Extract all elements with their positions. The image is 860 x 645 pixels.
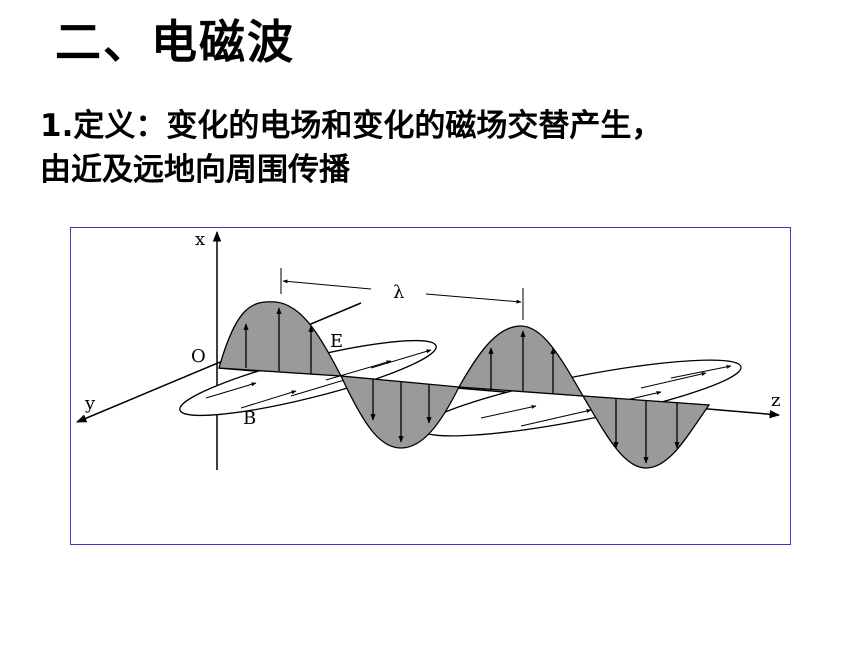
wavelength-marker bbox=[280, 268, 524, 320]
y-axis bbox=[76, 302, 362, 423]
electric-field-wave bbox=[218, 301, 711, 469]
wavelength-label: λ bbox=[393, 282, 404, 303]
x-axis-label: x bbox=[195, 229, 205, 250]
definition-text: 1.定义：变化的电场和变化的磁场交替产生， 由近及远地向周围传播 bbox=[40, 104, 830, 192]
em-wave-diagram: x y z O E B λ bbox=[76, 229, 780, 470]
z-axis-label: z bbox=[771, 390, 780, 411]
definition-line-1: 1.定义：变化的电场和变化的磁场交替产生， bbox=[40, 108, 663, 144]
electric-field-label: E bbox=[330, 331, 343, 352]
origin-label: O bbox=[191, 346, 206, 367]
y-axis-label: y bbox=[84, 393, 96, 414]
magnetic-field-wave bbox=[179, 339, 742, 437]
em-wave-figure: x y z O E B λ bbox=[70, 227, 791, 545]
definition-line-2: 由近及远地向周围传播 bbox=[40, 152, 350, 188]
magnetic-field-label: B bbox=[243, 408, 256, 429]
slide-title: 二、电磁波 bbox=[55, 15, 295, 69]
